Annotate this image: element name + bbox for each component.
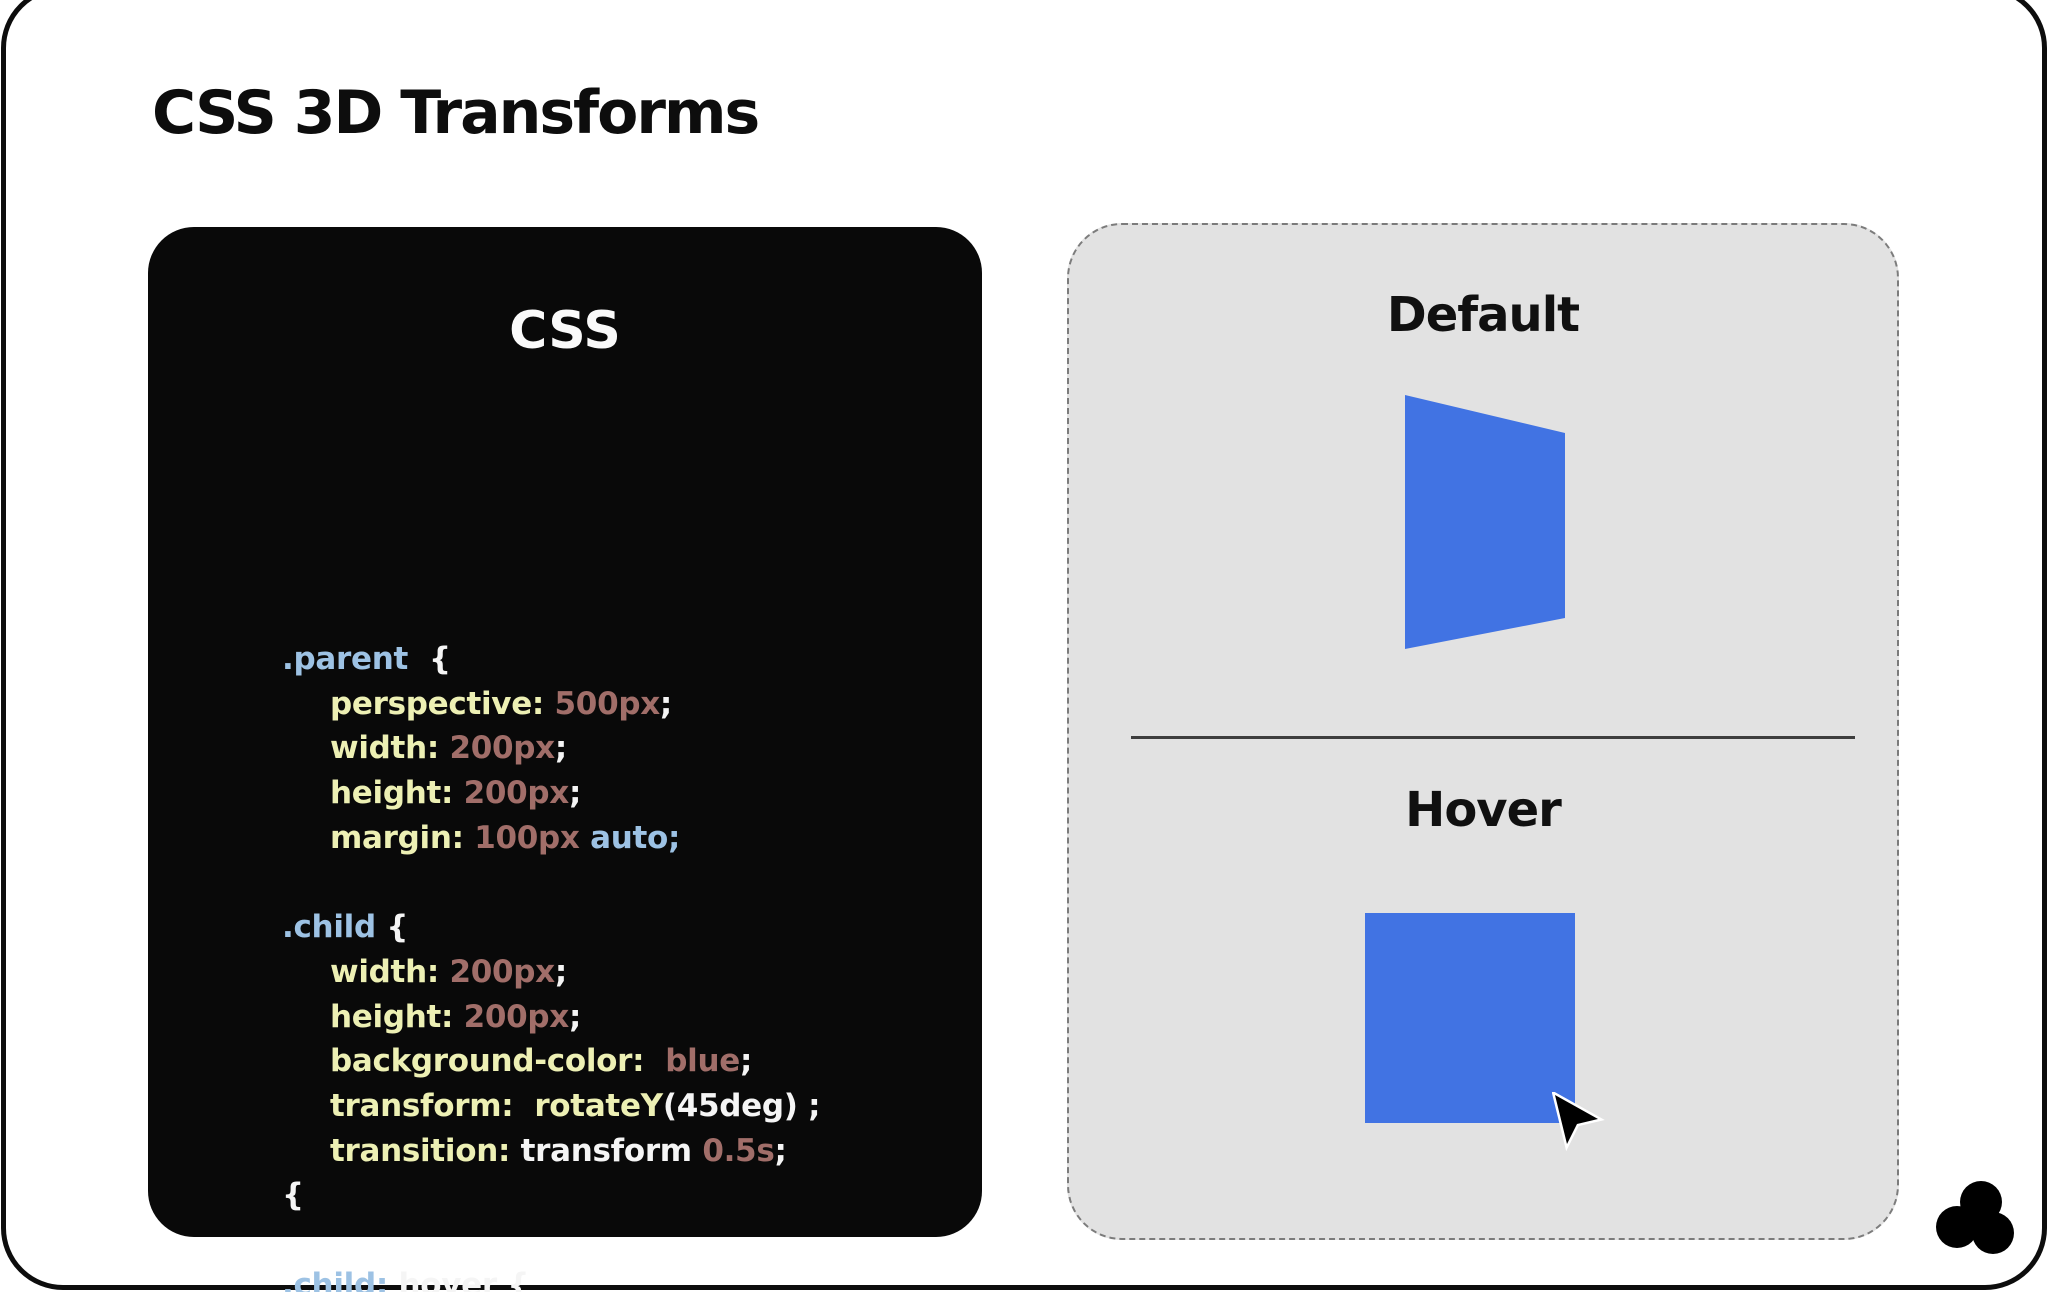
code-line: margin: 100px auto; [282, 816, 942, 861]
code-token: background-color: [330, 1043, 645, 1080]
code-token: 0.5s [702, 1132, 775, 1169]
code-token: ; [774, 1132, 787, 1169]
code-line: .parent { [282, 637, 942, 682]
code-line: { [282, 1173, 942, 1218]
code-panel: CSS .parent {perspective: 500px;width: 2… [148, 227, 982, 1292]
code-line: background-color: blue; [282, 1039, 942, 1084]
code-token: width: [330, 730, 439, 767]
code-token: .child: [282, 1266, 388, 1292]
code-token: 200px [453, 775, 570, 812]
code-token: blue [644, 1043, 740, 1080]
code-token: ; [739, 1043, 753, 1080]
code-panel-title: CSS [509, 301, 621, 361]
cursor-icon [1552, 1092, 1605, 1152]
code-token: auto; [579, 819, 681, 856]
code-token: 100px [463, 819, 580, 856]
default-state-label: Default [1386, 287, 1580, 343]
code-token: { [375, 909, 409, 946]
code-token: 200px [453, 998, 570, 1035]
code-line: .child { [282, 905, 942, 950]
code-token: ; [569, 998, 582, 1035]
code-token: perspective: [330, 685, 545, 722]
code-token: 200px [438, 730, 555, 767]
code-line: .child: hover { [282, 1263, 942, 1292]
code-token: (45deg) ; [662, 1087, 821, 1124]
code-token: ; [554, 953, 567, 990]
code-token: rotateY [513, 1087, 663, 1124]
flat-square-shape[interactable] [1365, 913, 1575, 1123]
code-token: transform [510, 1132, 703, 1169]
code-line [282, 1218, 942, 1263]
code-line: height: 200px; [282, 995, 942, 1040]
code-token: 200px [438, 953, 555, 990]
code-token: hover [387, 1266, 508, 1292]
hover-state-label: Hover [1405, 782, 1562, 838]
code-token: transition: [330, 1132, 511, 1169]
code-line: width: 200px; [282, 950, 942, 995]
code-token: height: [330, 998, 454, 1035]
code-token: .parent [282, 641, 408, 677]
code-line: width: 200px; [282, 726, 942, 771]
page-title: CSS 3D Transforms [152, 78, 760, 148]
preview-panel: Default Hover [1067, 223, 1899, 1240]
code-line: transform: rotateY(45deg) ; [282, 1084, 942, 1129]
logo-icon [1936, 1181, 2014, 1254]
code-token: width: [330, 953, 439, 990]
code-line: perspective: 500px; [282, 682, 942, 727]
code-token: { [507, 1266, 530, 1292]
rotated-square-shape [1405, 395, 1565, 649]
code-token: margin: [330, 819, 464, 856]
code-token: { [282, 1177, 304, 1214]
code-token: .child [282, 909, 376, 946]
code-line [282, 860, 942, 905]
code-line: transition: transform 0.5s; [282, 1129, 942, 1174]
section-divider [1131, 736, 1855, 739]
code-token: height: [330, 775, 454, 812]
code-token: 500px [544, 685, 661, 722]
code-token: transform: [330, 1087, 514, 1124]
code-block: .parent {perspective: 500px;width: 200px… [282, 637, 942, 1292]
code-token: ; [659, 685, 673, 722]
code-token: ; [569, 775, 582, 812]
code-token: { [408, 641, 451, 677]
code-line: height: 200px; [282, 771, 942, 816]
code-token: ; [554, 730, 567, 767]
